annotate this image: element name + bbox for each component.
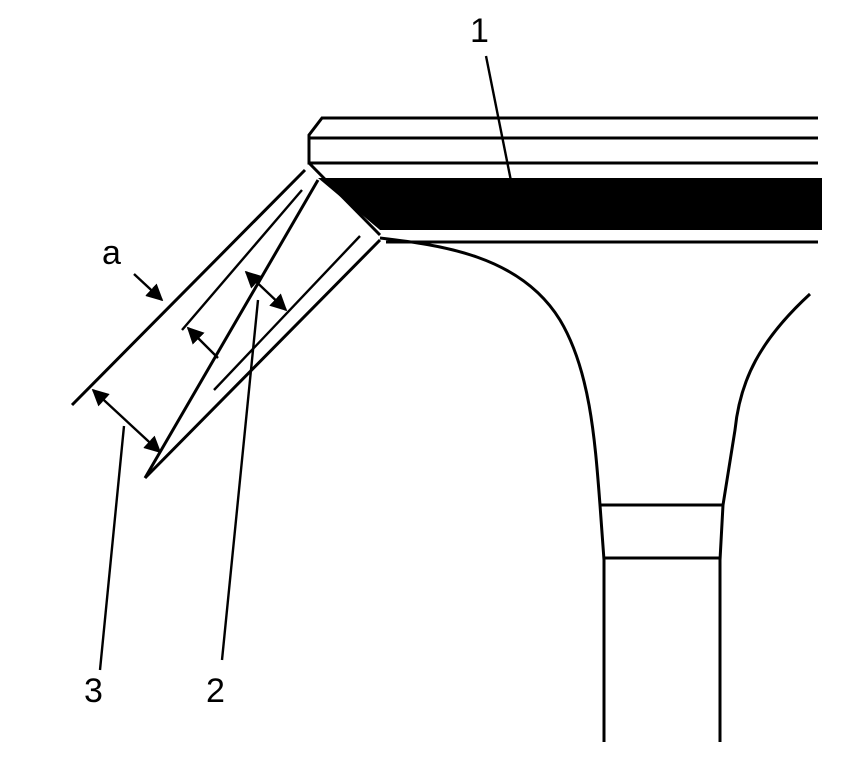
- dimension-3-arrow: [91, 388, 162, 454]
- valve-face-coating: [318, 178, 822, 230]
- inner-width-arrow: [186, 326, 219, 359]
- callout-1-label: 1: [470, 12, 489, 50]
- leader-lines: [98, 55, 516, 671]
- callout-a-label: a: [102, 234, 121, 272]
- leader-1: [484, 55, 516, 197]
- callout-2-label: 2: [206, 672, 225, 710]
- valve-neck-profile: [379, 236, 812, 742]
- dimension-arrows: [91, 270, 288, 454]
- leader-3: [98, 425, 126, 671]
- valve-bevel-edge: [307, 161, 382, 237]
- dimension-2-arrow: [244, 270, 288, 312]
- valve-head-outline: [307, 116, 818, 244]
- dimension-a-arrow: [133, 273, 164, 302]
- leader-2: [220, 299, 260, 661]
- callout-3-label: 3: [84, 672, 103, 710]
- valve-seat-face-lines: [70, 168, 382, 480]
